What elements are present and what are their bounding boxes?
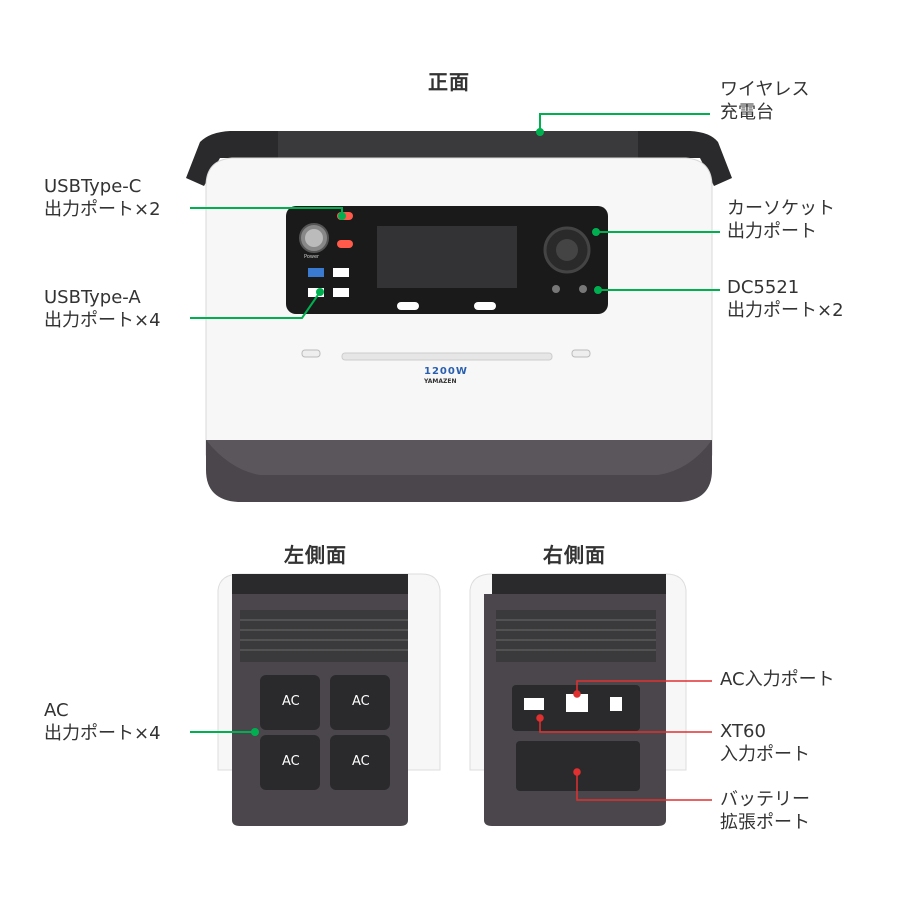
callout-dc5521-line1: DC5521 [727,277,800,298]
brand-label: YAMAZEN [424,378,457,385]
callout-dc5521-line2: 出力ポート×2 [727,300,844,321]
callout-car-socket-line1: カーソケット [727,198,835,219]
callout-wireless-line2: 充電台 [720,102,774,123]
model-label: 1200W [424,366,468,377]
callout-ac-input: AC入力ポート [720,668,835,691]
callout-usbc: USBType-C 出力ポート×2 [44,175,161,221]
callout-xt60-line2: 入力ポート [720,744,810,765]
callout-usba-line1: USBType-A [44,287,141,308]
callout-ac-output: AC 出力ポート×4 [44,699,161,745]
ac-socket-1: AC [282,694,300,709]
callout-usbc-line2: 出力ポート×2 [44,199,161,220]
callout-xt60: XT60 入力ポート [720,720,810,766]
ac-socket-3: AC [282,754,300,769]
power-label: Power [304,254,320,260]
front-view-title: 正面 [428,70,470,94]
ac-socket-4: AC [352,754,370,769]
ac-socket-2: AC [352,694,370,709]
left-view-title: 左側面 [284,543,347,567]
callout-wireless: ワイヤレス 充電台 [720,78,809,124]
right-view-title: 右側面 [543,543,606,567]
callout-usba: USBType-A 出力ポート×4 [44,286,161,332]
callout-usbc-line1: USBType-C [44,176,142,197]
callout-car-socket: カーソケット 出力ポート [727,197,835,243]
callout-wireless-line1: ワイヤレス [720,79,810,100]
callout-ac-output-line1: AC [44,700,69,721]
callout-battery-line2: 拡張ポート [720,812,810,833]
callout-dc5521: DC5521 出力ポート×2 [727,276,844,322]
callout-battery-line1: バッテリー [720,789,810,810]
callout-car-socket-line2: 出力ポート [727,221,817,242]
callout-battery: バッテリー 拡張ポート [720,788,810,834]
callout-ac-input-line1: AC入力ポート [720,669,835,690]
callout-xt60-line1: XT60 [720,721,766,742]
callout-ac-output-line2: 出力ポート×4 [44,723,161,744]
callout-usba-line2: 出力ポート×4 [44,310,161,331]
